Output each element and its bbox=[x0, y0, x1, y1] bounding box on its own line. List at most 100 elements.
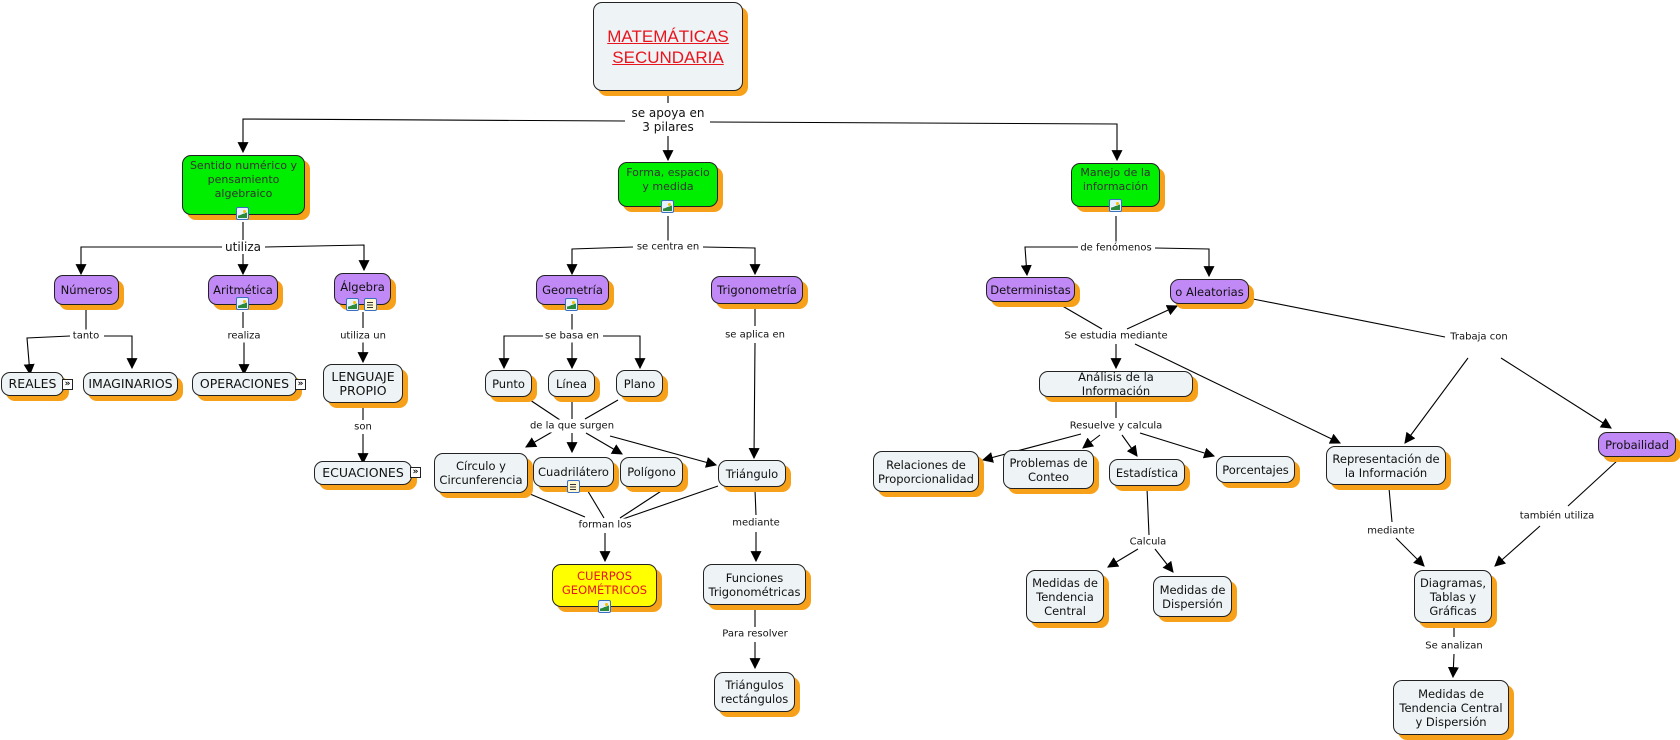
image-resource-icon[interactable] bbox=[1109, 199, 1122, 212]
edge-apoya-sentido bbox=[237, 118, 626, 154]
edge-estudia-representacion bbox=[1134, 343, 1341, 444]
node-analisis-informacion[interactable]: Análisis de la Información bbox=[1039, 370, 1193, 398]
node-plano[interactable]: Plano bbox=[616, 370, 663, 397]
node-trigonometria[interactable]: Trigonometría bbox=[711, 276, 803, 304]
edge-centra-geometria bbox=[566, 246, 634, 276]
edge-tambien-diagramas bbox=[1494, 525, 1541, 567]
edge-estadistica-calcula bbox=[1146, 487, 1150, 536]
node-relaciones-proporcionalidad[interactable]: Relaciones de Proporcionalidad bbox=[873, 451, 979, 492]
node-poligono[interactable]: Polígono bbox=[620, 457, 683, 487]
link-label-forman-los: forman los bbox=[576, 518, 634, 532]
edge-trabaja-probabilidad bbox=[1500, 357, 1612, 429]
node-linea[interactable]: Línea bbox=[548, 370, 595, 397]
edge-apoya-manejo bbox=[709, 121, 1123, 162]
edge-deterministas-estudia bbox=[1058, 303, 1103, 330]
image-resource-icon[interactable] bbox=[598, 600, 611, 613]
node-medidas-tendencia-central[interactable]: Medidas de Tendencia Central bbox=[1026, 570, 1104, 623]
node-reales[interactable]: REALES bbox=[1, 372, 64, 396]
edge-resuelve-relaciones bbox=[981, 433, 1082, 463]
node-diagramas-tablas-graficas[interactable]: Diagramas, Tablas y Gráficas bbox=[1414, 570, 1492, 623]
edge-cuadrilatero-forman bbox=[585, 487, 605, 519]
node-triangulos-rectangulos[interactable]: Triángulos rectángulos bbox=[714, 672, 795, 712]
node-imaginarios[interactable]: IMAGINARIOS bbox=[83, 372, 178, 396]
node-ecuaciones[interactable]: ECUACIONES bbox=[314, 461, 412, 485]
node-cuerpos-geometricos[interactable]: CUERPOS GEOMÉTRICOS bbox=[552, 564, 657, 607]
node-operaciones[interactable]: OPERACIONES bbox=[192, 372, 297, 396]
edge-basa-plano bbox=[603, 335, 646, 370]
link-label-utiliza-un: utiliza un bbox=[338, 329, 388, 343]
node-numeros[interactable]: Números bbox=[54, 275, 119, 305]
node-punto[interactable]: Punto bbox=[485, 370, 532, 397]
link-label-resuelve-y-calcula: Resuelve y calcula bbox=[1067, 419, 1165, 433]
link-label-se-analizan: Se analizan bbox=[1423, 639, 1485, 653]
edge-calcula-tendencia bbox=[1107, 548, 1139, 568]
node-medidas-tendencia-dispersion[interactable]: Medidas de Tendencia Central y Dispersió… bbox=[1393, 680, 1509, 735]
edge-analizan-tendenciadisp bbox=[1447, 653, 1459, 679]
document-resource-icon[interactable] bbox=[567, 480, 580, 493]
edge-aplica-triangulo bbox=[748, 342, 760, 460]
link-label-se-apoya-en: se apoya en 3 pilares bbox=[629, 106, 707, 134]
node-deterministas[interactable]: Deterministas bbox=[986, 277, 1075, 302]
edge-triangulo-forman bbox=[619, 485, 719, 521]
node-probabilidad[interactable]: Probailidad bbox=[1598, 432, 1676, 457]
node-cuadrilatero[interactable]: Cuadrilátero bbox=[533, 457, 614, 487]
link-label-para-resolver: Para resolver bbox=[720, 627, 790, 641]
node-problemas-conteo[interactable]: Problemas de Conteo bbox=[1003, 450, 1094, 489]
link-label-se-centra-en: se centra en bbox=[634, 240, 702, 254]
edge-plano-surgen bbox=[584, 399, 619, 420]
image-resource-icon[interactable] bbox=[236, 297, 249, 310]
node-representacion-informacion[interactable]: Representación de la Información bbox=[1326, 446, 1446, 485]
link-label-utiliza: utiliza bbox=[223, 240, 263, 254]
node-estadistica[interactable]: Estadística bbox=[1109, 459, 1185, 486]
node-sentido-numerico[interactable]: Sentido numérico y pensamiento algebraic… bbox=[182, 155, 305, 215]
node-funciones-trigonometricas[interactable]: Funciones Trigonométricas bbox=[703, 564, 806, 605]
image-resource-icon[interactable] bbox=[565, 298, 578, 311]
link-label-tanto: tanto bbox=[70, 329, 102, 343]
link-label-realiza: realiza bbox=[225, 329, 263, 343]
document-resource-icon[interactable] bbox=[364, 298, 377, 311]
link-label-calcula: Calcula bbox=[1127, 535, 1169, 549]
edge-resuelve-porcentajes bbox=[1139, 432, 1216, 459]
node-aleatorias[interactable]: o Aleatorias bbox=[1170, 279, 1249, 304]
link-label-mediante-rep: mediante bbox=[1365, 524, 1417, 538]
edge-resuelve-estadistica bbox=[1121, 434, 1138, 457]
nested-map-arrow-icon[interactable]: » bbox=[295, 379, 306, 390]
link-label-mediante: mediante bbox=[730, 516, 782, 530]
link-label-se-estudia-mediante: Se estudia mediante bbox=[1062, 329, 1170, 343]
edge-triangulo-mediante bbox=[754, 489, 757, 516]
node-medidas-dispersion[interactable]: Medidas de Dispersión bbox=[1153, 576, 1232, 617]
link-label-se-aplica-en: se aplica en bbox=[723, 328, 787, 342]
node-porcentajes[interactable]: Porcentajes bbox=[1216, 456, 1295, 483]
node-forma-espacio[interactable]: Forma, espacio y medida bbox=[618, 162, 718, 207]
edge-punto-surgen bbox=[529, 399, 561, 421]
edge-surgen-circulo bbox=[525, 431, 553, 448]
node-circulo-circunferencia[interactable]: Círculo y Circunferencia bbox=[434, 453, 528, 493]
link-label-tambien-utiliza: también utiliza bbox=[1517, 509, 1597, 523]
nested-map-arrow-icon[interactable]: » bbox=[62, 379, 73, 390]
edge-representacion-mediante bbox=[1388, 487, 1393, 523]
edge-surgen-triangulo bbox=[609, 435, 718, 468]
link-label-se-basa-en: se basa en bbox=[542, 329, 602, 343]
image-resource-icon[interactable] bbox=[661, 200, 674, 213]
node-triangulo[interactable]: Triángulo bbox=[718, 460, 786, 487]
image-resource-icon[interactable] bbox=[236, 207, 249, 220]
edge-poligono-forman bbox=[619, 483, 673, 519]
edge-utiliza-numeros bbox=[75, 246, 222, 276]
node-algebra[interactable]: Álgebra bbox=[334, 273, 391, 305]
node-lenguaje-propio[interactable]: LENGUAJE PROPIO bbox=[323, 364, 403, 403]
edge-trabaja-representacion bbox=[1404, 357, 1469, 444]
edge-resuelve-conteo bbox=[1082, 434, 1101, 449]
edge-mediante-diagramas bbox=[1395, 537, 1425, 567]
edge-aleatorias-trabaja bbox=[1252, 298, 1446, 338]
edge-fenomenos-deterministas bbox=[1020, 246, 1078, 277]
nested-map-arrow-icon[interactable]: » bbox=[410, 467, 421, 478]
edge-fenomenos-aleatorias bbox=[1154, 247, 1215, 278]
image-resource-icon[interactable] bbox=[346, 298, 359, 311]
link-label-de-fenomenos: de fenómenos bbox=[1078, 241, 1154, 255]
edge-tanto-imaginarios bbox=[104, 335, 138, 370]
edge-circulo-forman bbox=[529, 493, 586, 518]
edge-tanto-reales bbox=[23, 335, 71, 376]
edge-calcula-dispersion bbox=[1154, 548, 1174, 573]
node-root-title[interactable]: MATEMÁTICAS SECUNDARIA bbox=[593, 2, 743, 91]
